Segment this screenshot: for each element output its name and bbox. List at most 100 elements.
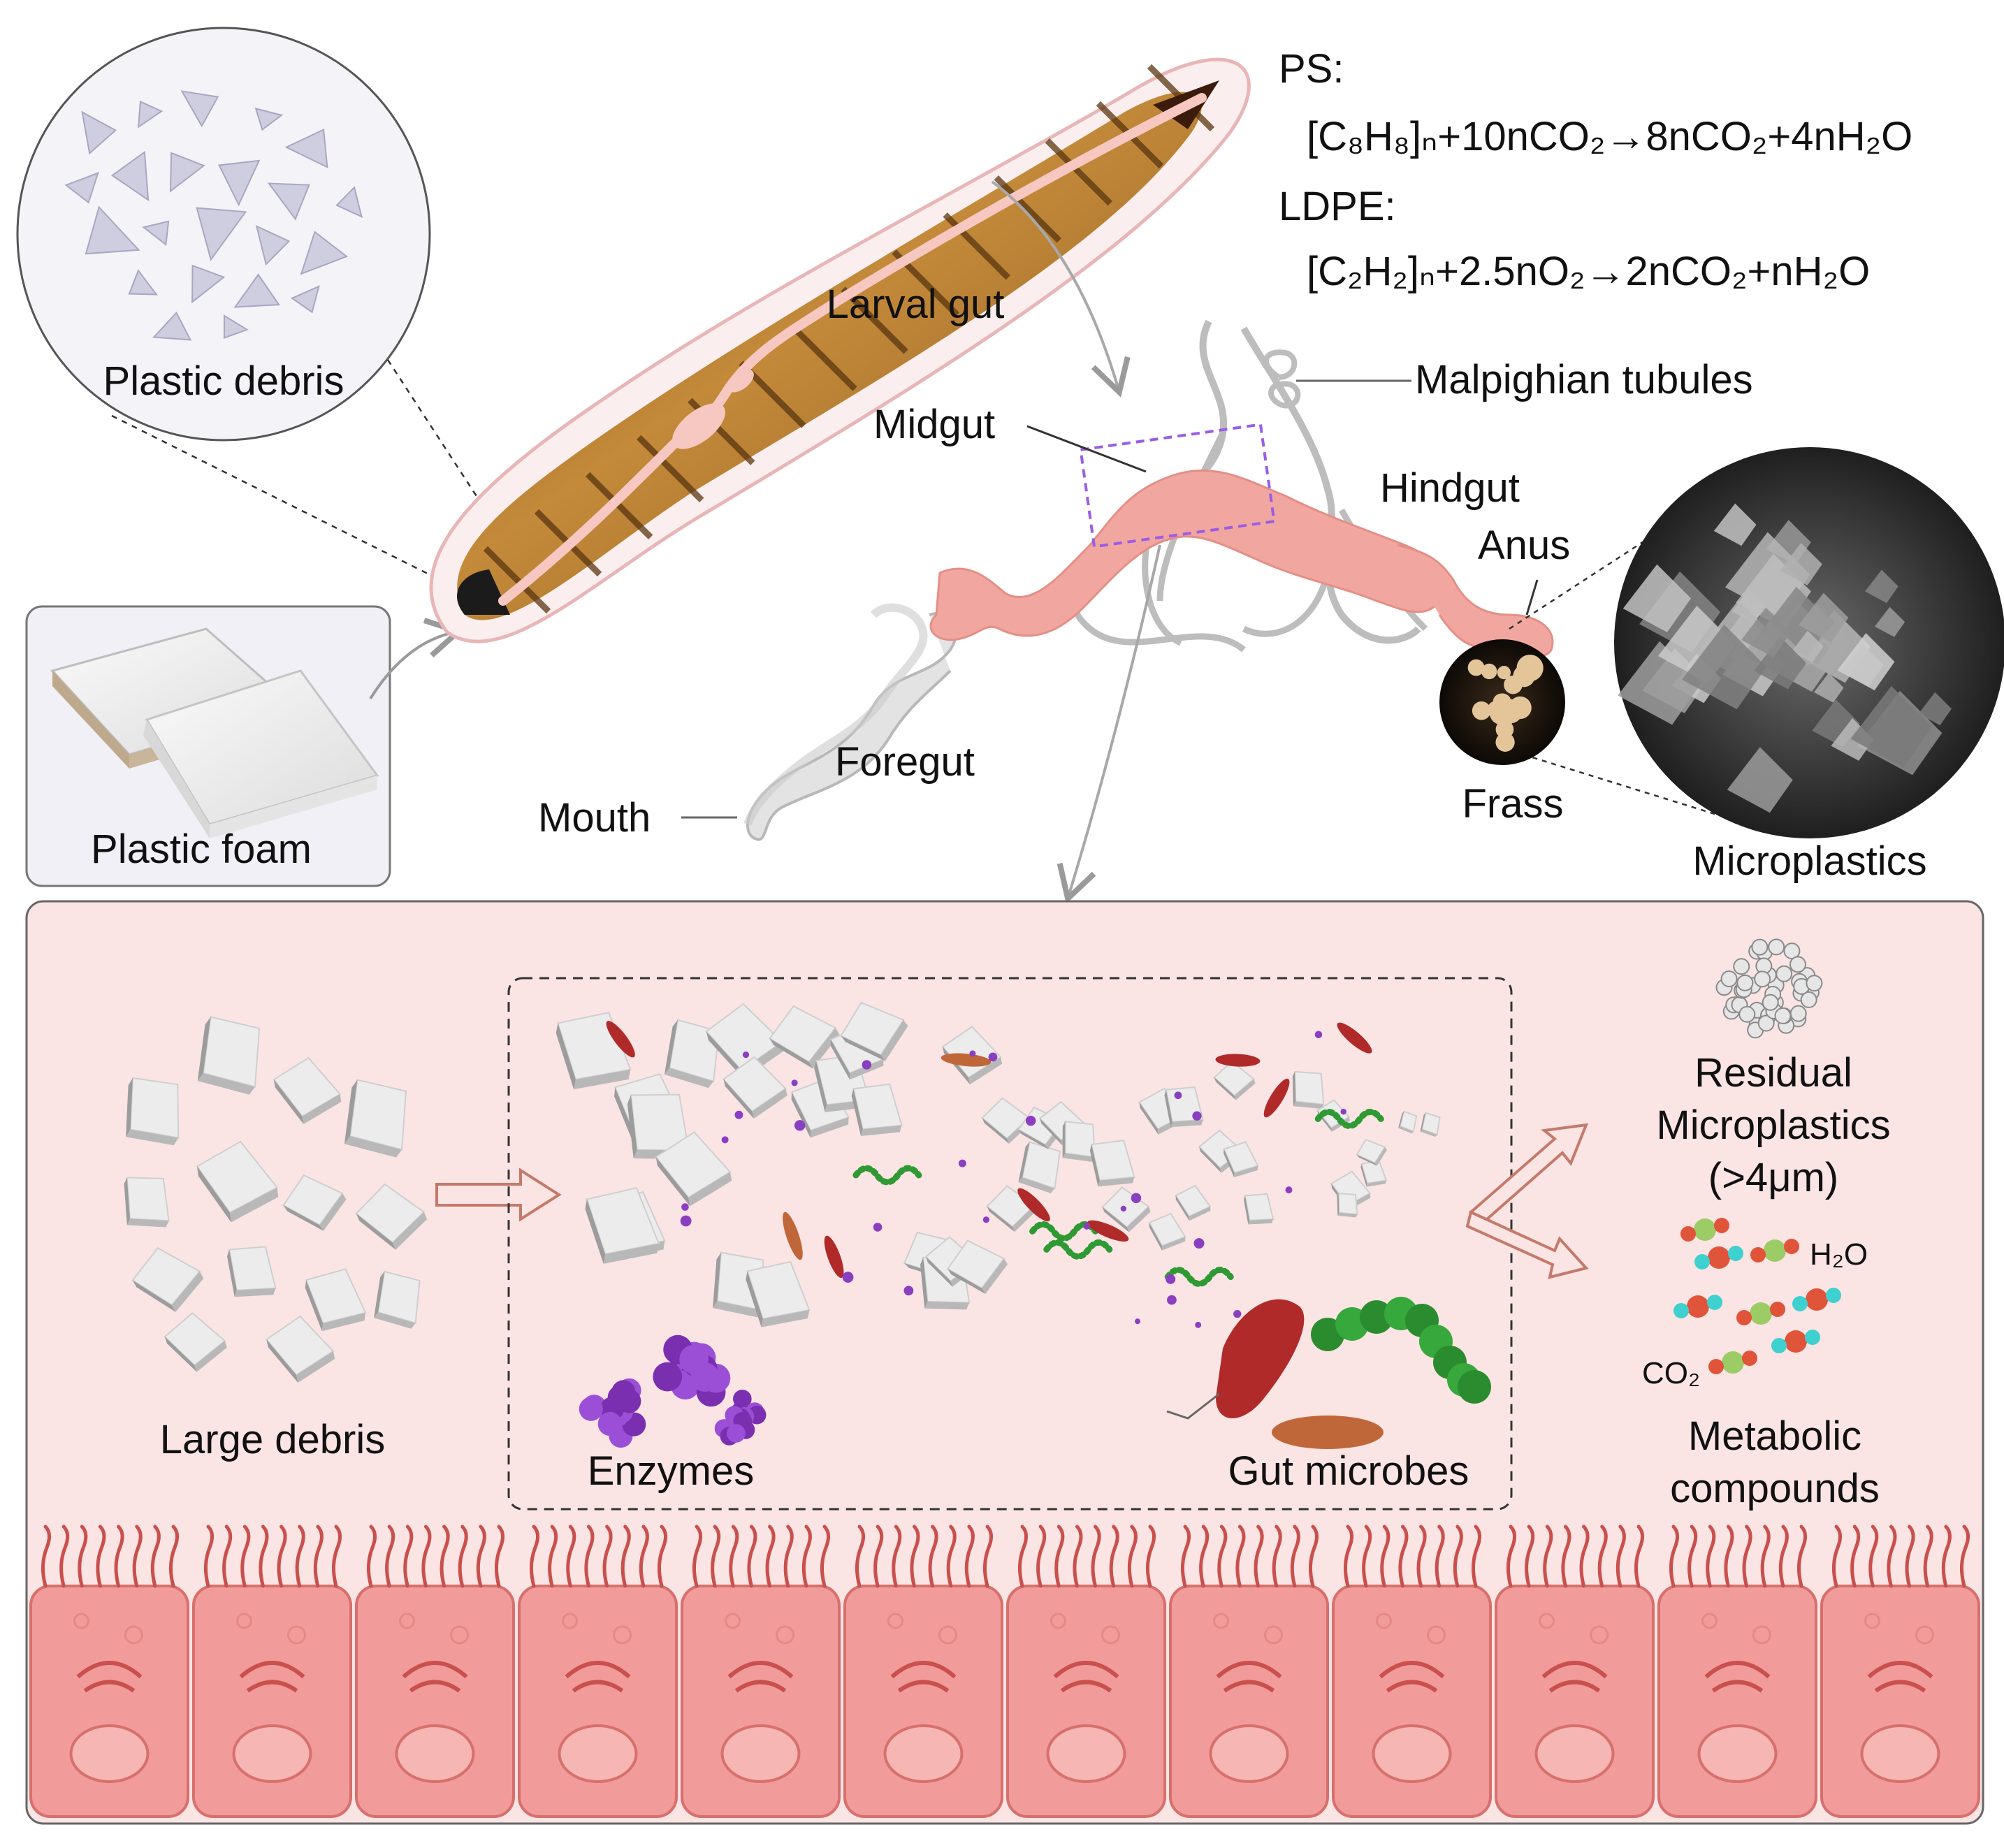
large-debris-fragment xyxy=(355,1183,428,1250)
metabolic-label-2: compounds xyxy=(1670,1466,1880,1511)
larva-segment xyxy=(637,435,704,502)
sem-flake xyxy=(1813,673,1844,703)
large-debris-fragment xyxy=(282,1174,347,1231)
enzyme-dot xyxy=(903,1286,914,1296)
enzyme-dot xyxy=(1192,1111,1202,1121)
molecule xyxy=(1771,1330,1820,1353)
digestion-fragment xyxy=(1360,1159,1388,1187)
epithelial-cell xyxy=(1820,1525,1980,1818)
large-debris-fragment xyxy=(196,1140,279,1223)
ldpe-label: LDPE: xyxy=(1279,184,1396,229)
plastic-debris-inset: Plastic debris xyxy=(16,27,431,442)
residual-bead xyxy=(1789,1005,1807,1022)
residual-bead xyxy=(1738,1005,1756,1023)
gut-epithelium xyxy=(29,1525,1980,1818)
debris-shard xyxy=(255,225,291,266)
sem-flake xyxy=(1754,636,1807,690)
frass-grain xyxy=(1472,701,1491,720)
residual-bead xyxy=(1720,970,1738,988)
digestion-fragment xyxy=(1089,1140,1135,1187)
enzyme-dot xyxy=(1174,1091,1182,1100)
large-debris-label: Large debris xyxy=(160,1417,385,1462)
debris-shard xyxy=(223,314,249,339)
residual-bead xyxy=(1762,994,1779,1011)
debris-shard xyxy=(233,273,280,308)
epithelial-cell xyxy=(1169,1525,1329,1818)
larva-segment xyxy=(790,323,857,391)
red-bacillus xyxy=(1215,1054,1261,1067)
large-debris-fragment xyxy=(374,1270,421,1329)
frass-label: Frass xyxy=(1462,781,1564,827)
dissected-gut: Midgut Malpighian tubules Hindgut Anus F… xyxy=(538,319,1753,841)
plastic-foam-label: Plastic foam xyxy=(91,827,312,872)
digestion-fragments xyxy=(556,1001,1441,1328)
large-debris-fragment xyxy=(344,1079,407,1158)
enzyme-dot xyxy=(681,1203,689,1211)
enzyme-dot xyxy=(982,1216,989,1223)
residual-bead xyxy=(1800,991,1817,1008)
microplastics-label: Microplastics xyxy=(1692,838,1926,884)
epithelial-cell xyxy=(192,1525,352,1818)
residual-label-3: (>4μm) xyxy=(1708,1155,1839,1200)
anus-label: Anus xyxy=(1478,523,1570,568)
malpighian-tubules-label: Malpighian tubules xyxy=(1415,357,1753,402)
larva-segment xyxy=(483,546,551,614)
debris-callout-line-1 xyxy=(111,414,483,602)
enzyme-dot xyxy=(794,1120,806,1131)
larva-segment xyxy=(994,175,1061,243)
enzyme-dot xyxy=(1285,1186,1293,1194)
sem-flake xyxy=(1874,606,1905,637)
enzyme-dot xyxy=(873,1223,883,1232)
sem-flake xyxy=(1850,685,1933,768)
metabolic-label-1: Metabolic xyxy=(1688,1413,1861,1459)
digestion-fragment xyxy=(851,1083,903,1136)
digestion-fragment xyxy=(1356,1138,1387,1166)
debris-shard xyxy=(254,107,284,131)
debris-shard xyxy=(169,152,205,193)
frass-grain xyxy=(1497,666,1511,680)
gut-microbes-illustration xyxy=(1166,1297,1491,1449)
sem-flake xyxy=(1918,692,1952,726)
debris-shard xyxy=(191,264,226,304)
larva-segments xyxy=(483,64,1215,614)
mouth-label: Mouth xyxy=(538,795,651,841)
large-debris-fragment xyxy=(265,1315,335,1383)
molecule xyxy=(1694,1246,1743,1269)
residual-bead xyxy=(1736,974,1754,991)
molecule xyxy=(1680,1218,1729,1242)
plastic-foam-inset: Plastic foam xyxy=(25,605,391,887)
enzyme-dot xyxy=(1166,1274,1176,1284)
digestion-fragment xyxy=(790,1078,850,1138)
co2-label: CO₂ xyxy=(1642,1356,1700,1390)
large-debris-fragment xyxy=(305,1268,367,1332)
larva-segment xyxy=(585,472,653,540)
enzymes-label: Enzymes xyxy=(588,1448,755,1494)
orange-microbe xyxy=(941,1053,992,1067)
enzyme-cluster xyxy=(714,1389,767,1446)
green-microbe-chain xyxy=(1311,1297,1491,1404)
debris-shard xyxy=(110,150,150,202)
large-debris-fragment xyxy=(124,1177,170,1228)
frass-grain xyxy=(1494,693,1511,711)
digestion-fragment xyxy=(1243,1193,1275,1225)
debris-shard xyxy=(267,182,310,221)
large-debris-fragment xyxy=(126,1077,180,1146)
digestion-fragment xyxy=(769,1005,840,1069)
frass-grain xyxy=(1513,664,1535,687)
digestion-fragment xyxy=(722,1056,787,1119)
enzyme-dot xyxy=(1233,1310,1242,1318)
red-bacillus xyxy=(1337,1022,1372,1054)
large-debris-fragment xyxy=(164,1312,227,1372)
enzyme-dot xyxy=(680,1215,692,1227)
red-bacillus xyxy=(1017,1188,1050,1222)
green-chain-bead xyxy=(1458,1370,1491,1404)
enzyme-dot xyxy=(1025,1115,1036,1126)
digestion-fragment xyxy=(1223,1141,1259,1178)
residual-label-1: Residual xyxy=(1694,1050,1852,1096)
sem-flakes xyxy=(1618,503,1952,813)
red-bacillus xyxy=(1087,1220,1129,1242)
enzyme-dot xyxy=(1314,1031,1323,1039)
debris-shard xyxy=(335,186,363,218)
digestion-fragment xyxy=(1398,1110,1418,1134)
